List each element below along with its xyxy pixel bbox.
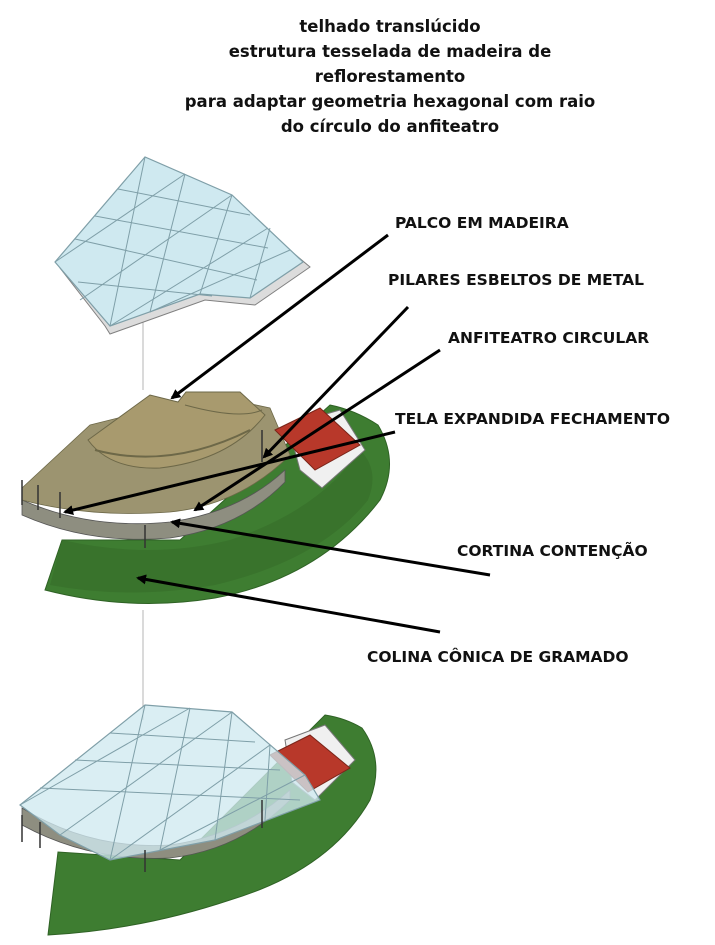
arrow-palco [170,233,389,400]
retaining-wall [21,469,286,540]
arrow-anfiteatro [193,348,441,512]
title-line-1: telhado translúcido [299,17,481,36]
arrow-cortina [170,518,491,577]
label-pilares: PILARES ESBELTOS DE METAL [388,271,644,289]
metal-pillars-assembled [21,800,263,872]
stage-back-curve [184,404,263,415]
leader-arrows [63,233,491,634]
label-colina: COLINA CÔNICA DE GRAMADO [367,647,629,666]
metal-pillars [21,430,263,548]
label-tela: TELA EXPANDIDA FECHAMENTO [395,410,670,428]
stage-front-curve [94,429,251,458]
arrow-tela [63,430,396,515]
label-cortina: CORTINA CONTENÇÃO [457,541,648,560]
arrow-colina [136,574,441,634]
roof-glass-assembled [19,704,321,861]
title-line-4: para adaptar geometria hexagonal com rai… [184,92,596,111]
translucent-roof-top [54,156,311,335]
amphitheater-model [21,391,390,604]
stage-wood-deck [87,391,266,469]
roof-glass-panels [54,156,304,327]
hill-shadow [50,450,373,593]
roof-grid-assembled [19,704,306,861]
title-line-2: estrutura tesselada de madeira de [228,42,552,61]
title-line-3: reflorestamento [314,67,466,86]
arrow-pilares [262,305,410,459]
label-palco: PALCO EM MADEIRA [395,214,569,232]
diagram-title: telhado translúcido estrutura tesselada … [150,14,630,139]
roof-tessellation-grid [54,156,291,327]
label-anfiteatro: ANFITEATRO CIRCULAR [448,329,649,347]
title-line-5: do círculo do anfiteatro [280,117,500,136]
assembled-model [19,704,377,936]
